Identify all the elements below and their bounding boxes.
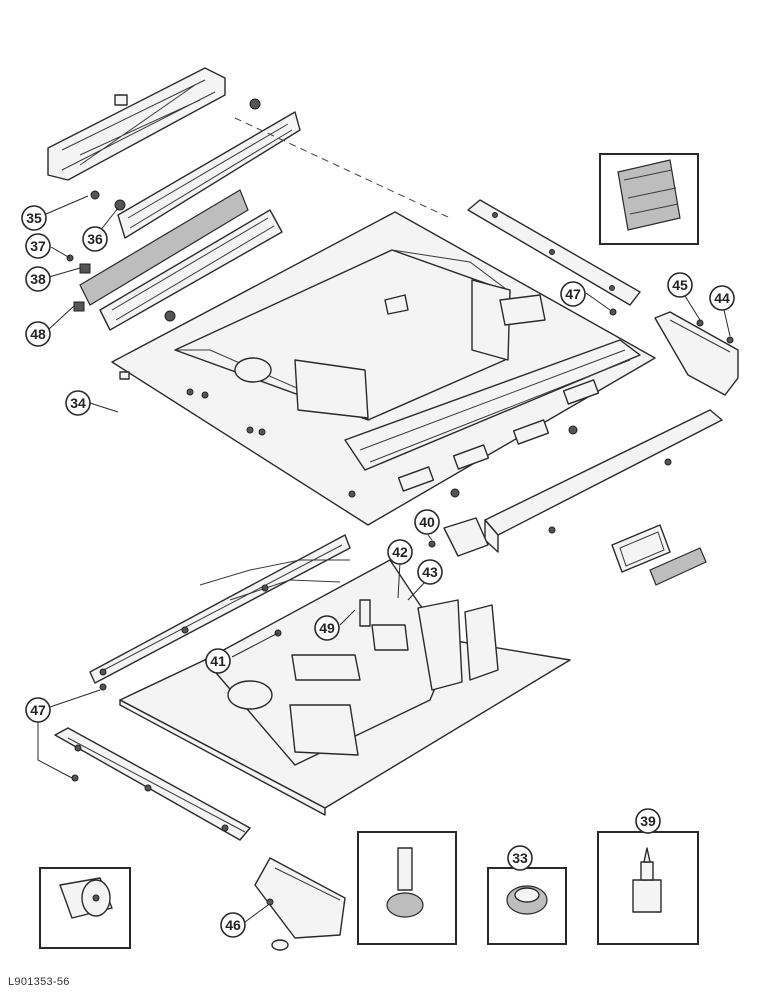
svg-text:44: 44 bbox=[714, 290, 730, 306]
window-frame bbox=[117, 111, 301, 239]
gasket-plate bbox=[428, 517, 489, 557]
svg-text:34: 34 bbox=[70, 395, 86, 411]
callout-47-upper: 47 bbox=[560, 281, 586, 307]
callout-34: 34 bbox=[65, 390, 91, 416]
callout-37: 37 bbox=[25, 233, 51, 259]
callout-44: 44 bbox=[709, 285, 735, 311]
svg-text:35: 35 bbox=[26, 210, 42, 226]
svg-text:47: 47 bbox=[565, 286, 581, 302]
callout-48: 48 bbox=[25, 321, 51, 347]
inset-knob bbox=[487, 867, 567, 945]
svg-text:37: 37 bbox=[30, 238, 46, 254]
svg-text:46: 46 bbox=[225, 917, 241, 933]
callout-49: 49 bbox=[314, 615, 340, 641]
lower-bottom-rail bbox=[54, 727, 251, 841]
callout-41: 41 bbox=[205, 648, 231, 674]
svg-text:49: 49 bbox=[319, 620, 335, 636]
end-bracket bbox=[254, 857, 346, 951]
callout-46: 46 bbox=[220, 912, 246, 938]
small-fasteners-left bbox=[66, 98, 261, 322]
svg-text:47: 47 bbox=[30, 702, 46, 718]
callout-45: 45 bbox=[667, 272, 693, 298]
svg-text:42: 42 bbox=[392, 544, 408, 560]
right-end-cap bbox=[654, 311, 739, 396]
callout-47-lower: 47 bbox=[25, 697, 51, 723]
svg-text:39: 39 bbox=[640, 813, 656, 829]
callout-33: 33 bbox=[507, 845, 533, 871]
vent-grille-right bbox=[649, 547, 707, 586]
svg-text:36: 36 bbox=[87, 231, 103, 247]
long-channel bbox=[484, 409, 723, 553]
lower-left-rail bbox=[89, 534, 351, 684]
callout-35: 35 bbox=[21, 205, 47, 231]
screen-panel-upper bbox=[79, 189, 249, 306]
callout-40: 40 bbox=[414, 509, 440, 535]
inset-filter bbox=[599, 153, 699, 245]
svg-text:38: 38 bbox=[30, 271, 46, 287]
svg-text:48: 48 bbox=[30, 326, 46, 342]
upper-right-rail bbox=[467, 199, 641, 316]
callout-42: 42 bbox=[387, 539, 413, 565]
document-code: L901353-56 bbox=[8, 976, 70, 988]
callout-43: 43 bbox=[417, 559, 443, 585]
callout-38: 38 bbox=[25, 266, 51, 292]
leader-lines bbox=[37, 195, 731, 923]
lower-roof-shell bbox=[119, 559, 571, 816]
svg-text:43: 43 bbox=[422, 564, 438, 580]
screen-panel-lower bbox=[99, 209, 283, 331]
inset-bottle bbox=[597, 831, 699, 945]
inset-roller bbox=[39, 867, 131, 949]
inset-clip bbox=[357, 831, 457, 945]
vent-frame-right bbox=[611, 524, 671, 573]
upper-roof-shell bbox=[111, 211, 656, 526]
callout-36: 36 bbox=[82, 226, 108, 252]
callout-39: 39 bbox=[635, 808, 661, 834]
svg-text:41: 41 bbox=[210, 653, 226, 669]
svg-text:33: 33 bbox=[512, 850, 528, 866]
svg-text:40: 40 bbox=[419, 514, 435, 530]
upper-front-frame bbox=[47, 67, 226, 181]
svg-text:45: 45 bbox=[672, 277, 688, 293]
